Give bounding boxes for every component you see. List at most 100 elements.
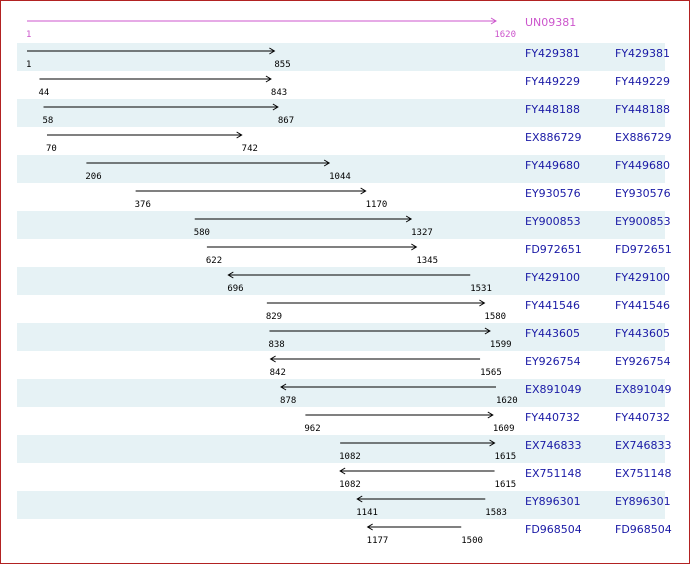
hit-end-label: 1345 [416,256,438,266]
hit-accession-link[interactable]: EY926754 [525,355,581,368]
query-end-label: 1620 [494,30,516,40]
hit-arrow-FY448188 [43,103,279,111]
row-band [17,155,665,183]
hit-start-label: 838 [268,340,284,350]
hit-accession-link[interactable]: FY448188 [525,103,580,116]
hit-accession-link[interactable]: EY896301 [525,495,581,508]
hit-arrow-EX746833 [340,439,496,447]
hit-accession-link-2[interactable]: EY930576 [615,187,671,200]
hit-accession-link-2[interactable]: FD968504 [615,523,672,536]
hit-accession-link[interactable]: EX746833 [525,439,581,452]
hit-arrow-EX891049 [280,383,496,391]
arrowhead-right-icon [236,131,243,139]
arrowhead-right-icon [360,187,367,195]
hit-accession-link-2[interactable]: EX891049 [615,383,671,396]
arrowhead-left-icon [366,523,373,531]
hit-end-label: 1615 [495,452,517,462]
hit-end-label: 1327 [411,228,433,238]
hit-end-label: 867 [278,116,294,126]
hit-end-label: 855 [274,60,290,70]
hit-accession-link-2[interactable]: EX886729 [615,131,671,144]
hit-start-label: 829 [266,312,282,322]
arrowhead-right-icon [269,47,276,55]
hit-start-label: 622 [206,256,222,266]
row-band [17,435,665,463]
query-start-label: 1 [26,30,31,40]
hit-accession-link[interactable]: FY441546 [525,299,580,312]
hit-end-label: 1565 [480,368,502,378]
hit-end-label: 742 [242,144,258,154]
arrowhead-right-icon [479,299,486,307]
hit-accession-link-2[interactable]: FY448188 [615,103,670,116]
hit-accession-link-2[interactable]: EX751148 [615,467,671,480]
hit-accession-link-2[interactable]: EY900853 [615,215,671,228]
hit-accession-link-2[interactable]: EY926754 [615,355,671,368]
arrowhead-right-icon [411,243,418,251]
hit-accession-link[interactable]: EY900853 [525,215,581,228]
hit-accession-link[interactable]: FD972651 [525,243,582,256]
hit-accession-link[interactable]: EX886729 [525,131,581,144]
hit-start-label: 1 [26,60,31,70]
hit-arrow-FY443605 [269,327,491,335]
hit-accession-link-2[interactable]: FY443605 [615,327,670,340]
hit-accession-link[interactable]: FY429100 [525,271,580,284]
hit-arrow-FY429381 [27,47,276,55]
hit-arrow-FD968504 [366,523,462,531]
hit-accession-link[interactable]: EY930576 [525,187,581,200]
row-band [17,323,665,351]
hit-accession-link-2[interactable]: FY441546 [615,299,670,312]
hit-accession-link[interactable]: EX891049 [525,383,581,396]
hit-accession-link-2[interactable]: FY440732 [615,411,670,424]
hit-start-label: 70 [46,144,57,154]
hit-arrow-FY449229 [39,75,272,83]
arrowhead-right-icon [489,439,496,447]
arrowhead-left-icon [339,467,346,475]
hit-accession-link[interactable]: FD968504 [525,523,582,536]
hit-arrow-EY926754 [269,355,481,363]
hit-arrow-FD972651 [206,243,418,251]
arrowhead-right-icon [265,75,272,83]
hit-accession-link-2[interactable]: EY896301 [615,495,671,508]
hit-start-label: 1141 [356,508,378,518]
arrowhead-right-icon [272,103,279,111]
hit-arrow-FY429100 [227,271,471,279]
hit-accession-link-2[interactable]: EX746833 [615,439,671,452]
hit-accession-link-2[interactable]: FD972651 [615,243,672,256]
row-band [17,267,665,295]
arrowhead-right-icon [490,17,497,25]
hit-end-label: 1609 [493,424,515,434]
arrowhead-left-icon [280,383,287,391]
hit-accession-link-2[interactable]: FY449229 [615,75,670,88]
hit-arrow-EY896301 [356,495,486,503]
hit-start-label: 44 [38,88,49,98]
hit-end-label: 1531 [470,284,492,294]
hit-arrow-FY441546 [266,299,486,307]
hit-start-label: 580 [194,228,210,238]
hit-arrow-EX886729 [46,131,243,139]
hit-accession-link[interactable]: FY443605 [525,327,580,340]
hit-start-label: 1082 [339,452,361,462]
hit-end-label: 1583 [485,508,507,518]
hit-accession-link[interactable]: FY449680 [525,159,580,172]
hit-end-label: 843 [271,88,287,98]
hit-accession-link-2[interactable]: FY429100 [615,271,670,284]
hit-arrow-EY930576 [135,187,367,195]
query-arrow [27,17,497,25]
hit-end-label: 1044 [329,172,351,182]
hit-accession-link[interactable]: EX751148 [525,467,581,480]
hit-start-label: 962 [304,424,320,434]
hit-accession-link-2[interactable]: FY449680 [615,159,670,172]
hit-end-label: 1580 [484,312,506,322]
row-band [17,379,665,407]
hit-accession-link-2[interactable]: FY429381 [615,47,670,60]
hit-accession-link[interactable]: FY429381 [525,47,580,60]
hit-arrow-EY900853 [194,215,413,223]
hit-arrow-FY440732 [305,411,494,419]
hit-start-label: 376 [135,200,151,210]
hit-accession-link[interactable]: FY440732 [525,411,580,424]
hit-accession-link[interactable]: FY449229 [525,75,580,88]
arrowhead-left-icon [356,495,363,503]
hit-end-label: 1615 [495,480,517,490]
